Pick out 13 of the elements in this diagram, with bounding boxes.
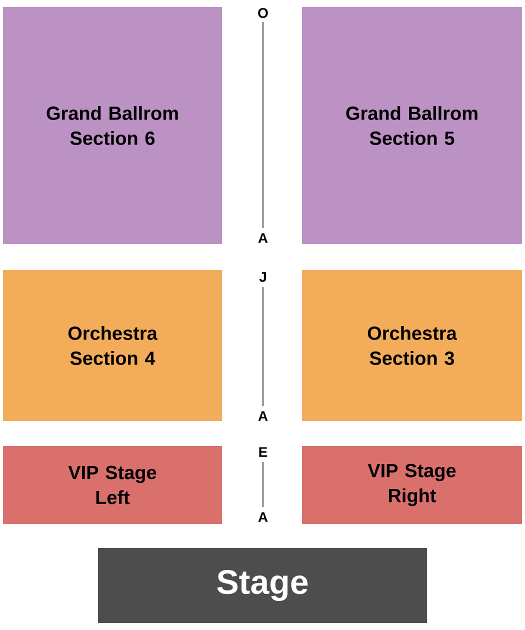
stage-area: Stage [98,548,427,623]
row-label: A [258,233,268,243]
seating-section: Orchestra Section 4 [3,270,222,421]
seating-section: VIP Stage Left [3,446,222,524]
row-label: O [258,8,268,18]
row-label: E [259,447,268,457]
seating-section: Orchestra Section 3 [302,270,522,421]
seating-section: Grand Ballrom Section 5 [302,7,522,244]
seating-section: VIP Stage Right [302,446,522,524]
row-label: A [258,512,268,522]
row-label: J [259,272,266,282]
seating-section: Grand Ballrom Section 6 [3,7,222,244]
row-label: A [258,411,268,421]
